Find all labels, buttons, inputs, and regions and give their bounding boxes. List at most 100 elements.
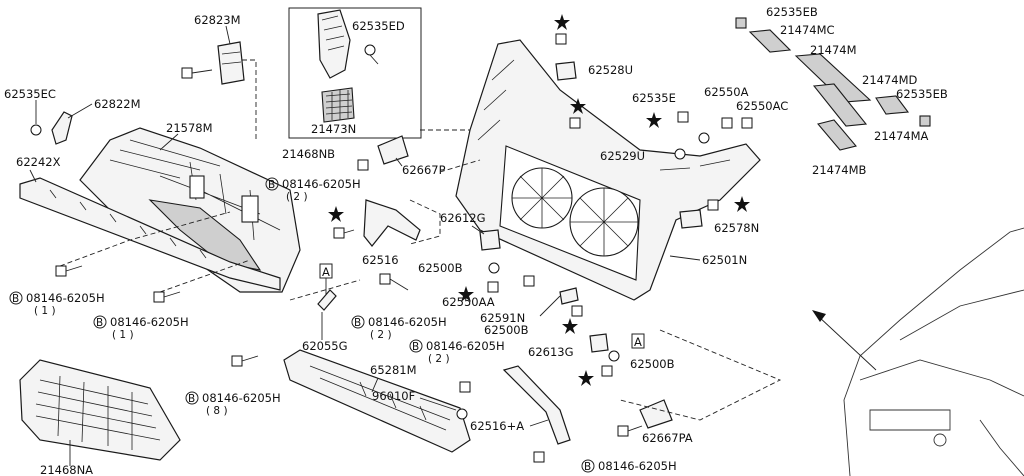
bolt-icon (721, 117, 733, 129)
label-62578N: 62578N (714, 221, 759, 235)
grille-21468NA (19, 359, 181, 461)
label-62528U: 62528U (588, 63, 633, 77)
bracket-62613G (589, 333, 609, 353)
clip-icon (488, 262, 500, 274)
label-21468NA: 21468NA (40, 463, 93, 476)
bolt-icon (231, 355, 259, 367)
bolt-icon (333, 227, 355, 239)
bolt-icon (523, 275, 535, 287)
star-marker-icon (570, 98, 586, 114)
bracket-62591N (559, 287, 579, 305)
label-08146-2b-qty: ( 2 ) (370, 329, 392, 341)
label-96010F: 96010F (372, 389, 415, 403)
label-62823M: 62823M (194, 13, 241, 27)
grille-mesh-part (321, 87, 355, 123)
label-08146-2: 08146-6205H (282, 177, 361, 191)
label-21473N: 21473N (311, 122, 356, 136)
label-62667PA: 62667PA (642, 431, 693, 445)
label-62535ED: 62535ED (352, 19, 405, 33)
bolt-icon (741, 117, 753, 129)
label-21474MB: 21474MB (812, 163, 867, 177)
star-marker-icon (554, 14, 570, 30)
inset-frame (288, 7, 422, 139)
bracket-62667P (377, 135, 409, 165)
bolt-symbol-7: B (584, 461, 591, 473)
duct-upper-part (317, 9, 351, 79)
bolt-symbol-6: B (412, 341, 419, 353)
bolt-symbol-1: B (12, 293, 19, 305)
clip-icon (674, 148, 686, 160)
label-65281M: 65281M (370, 363, 417, 377)
bolt-icon (357, 159, 369, 171)
bracket-62822M (51, 111, 73, 145)
clip-62535ED-icon (364, 44, 376, 56)
bolt-icon (617, 425, 643, 437)
label-08146-1b-qty: ( 1 ) (112, 329, 134, 341)
bolt-icon (677, 111, 689, 123)
bracket-62516 (363, 199, 421, 247)
label-62591N: 62591N (480, 311, 525, 325)
seal-21474MC (748, 29, 792, 53)
label-62612G: 62612G (440, 211, 486, 225)
bracket-62667PA (639, 399, 673, 429)
bolt-icon (459, 381, 471, 393)
label-62500B-c: 62500B (630, 357, 675, 371)
label-08146-2b: 08146-6205H (368, 315, 447, 329)
label-21474MD: 21474MD (862, 73, 918, 87)
label-62535EB-right: 62535EB (896, 87, 948, 101)
direction-arrow-icon (812, 310, 877, 371)
bracket-62578N (679, 209, 703, 229)
bolt-symbol-4: B (268, 179, 275, 191)
clip-62535EB-right (919, 115, 931, 127)
bar-62242X (19, 177, 281, 291)
star-marker-icon (458, 286, 474, 302)
label-62500B-b: 62500B (484, 323, 529, 337)
label-62550AA: 62550AA (442, 295, 495, 309)
bolt-symbol-5: B (354, 317, 361, 329)
label-62516: 62516 (362, 253, 399, 267)
label-62550A: 62550A (704, 85, 749, 99)
bolt-icon (555, 33, 567, 45)
star-marker-icon (562, 318, 578, 334)
clip-icon (698, 132, 710, 144)
label-21468NB: 21468NB (282, 147, 335, 161)
label-62500B-a: 62500B (418, 261, 463, 275)
label-62535EC: 62535EC (4, 87, 56, 101)
label-62501N: 62501N (702, 253, 747, 267)
seal-21474MD (875, 95, 910, 115)
radiator-core-support-62501N (455, 39, 761, 301)
bracket-62516A (502, 365, 571, 445)
seal-21474MA (812, 83, 868, 127)
bolt-icon (601, 365, 613, 377)
bolt-symbol-2: B (96, 317, 103, 329)
fastener-62055G (317, 289, 337, 311)
bolt-icon (571, 305, 583, 317)
label-21474MA: 21474MA (874, 129, 929, 143)
label-62055G: 62055G (302, 339, 348, 353)
label-08146-8-qty: ( 8 ) (206, 405, 228, 417)
vehicle-outline (843, 227, 1024, 476)
star-marker-icon (328, 206, 344, 222)
bolt-icon (55, 265, 83, 277)
label-62550AC: 62550AC (736, 99, 788, 113)
bolt-icon (487, 281, 499, 293)
label-21578M: 21578M (166, 121, 213, 135)
callout-A-left: A (322, 265, 330, 279)
label-21474M: 21474M (810, 43, 857, 57)
clip-62535EB-top (735, 17, 747, 29)
support-assembly-21578M (79, 127, 301, 293)
label-62535EB-top: 62535EB (766, 5, 818, 19)
bolt-icon (379, 273, 409, 291)
label-62822M: 62822M (94, 97, 141, 111)
seal-21474MB (817, 119, 857, 151)
label-08146-1b: 08146-6205H (110, 315, 189, 329)
bracket-62528U (555, 61, 577, 81)
cover-65281M (283, 349, 471, 453)
label-08146-bottom: 08146-6205H (598, 459, 677, 473)
bolt-icon (569, 117, 581, 129)
label-21474MC: 21474MC (780, 23, 835, 37)
bracket-62612G (479, 229, 501, 251)
clip-62535EC (30, 124, 42, 136)
label-08146-1a-qty: ( 1 ) (34, 305, 56, 317)
bolt-icon (533, 451, 545, 463)
